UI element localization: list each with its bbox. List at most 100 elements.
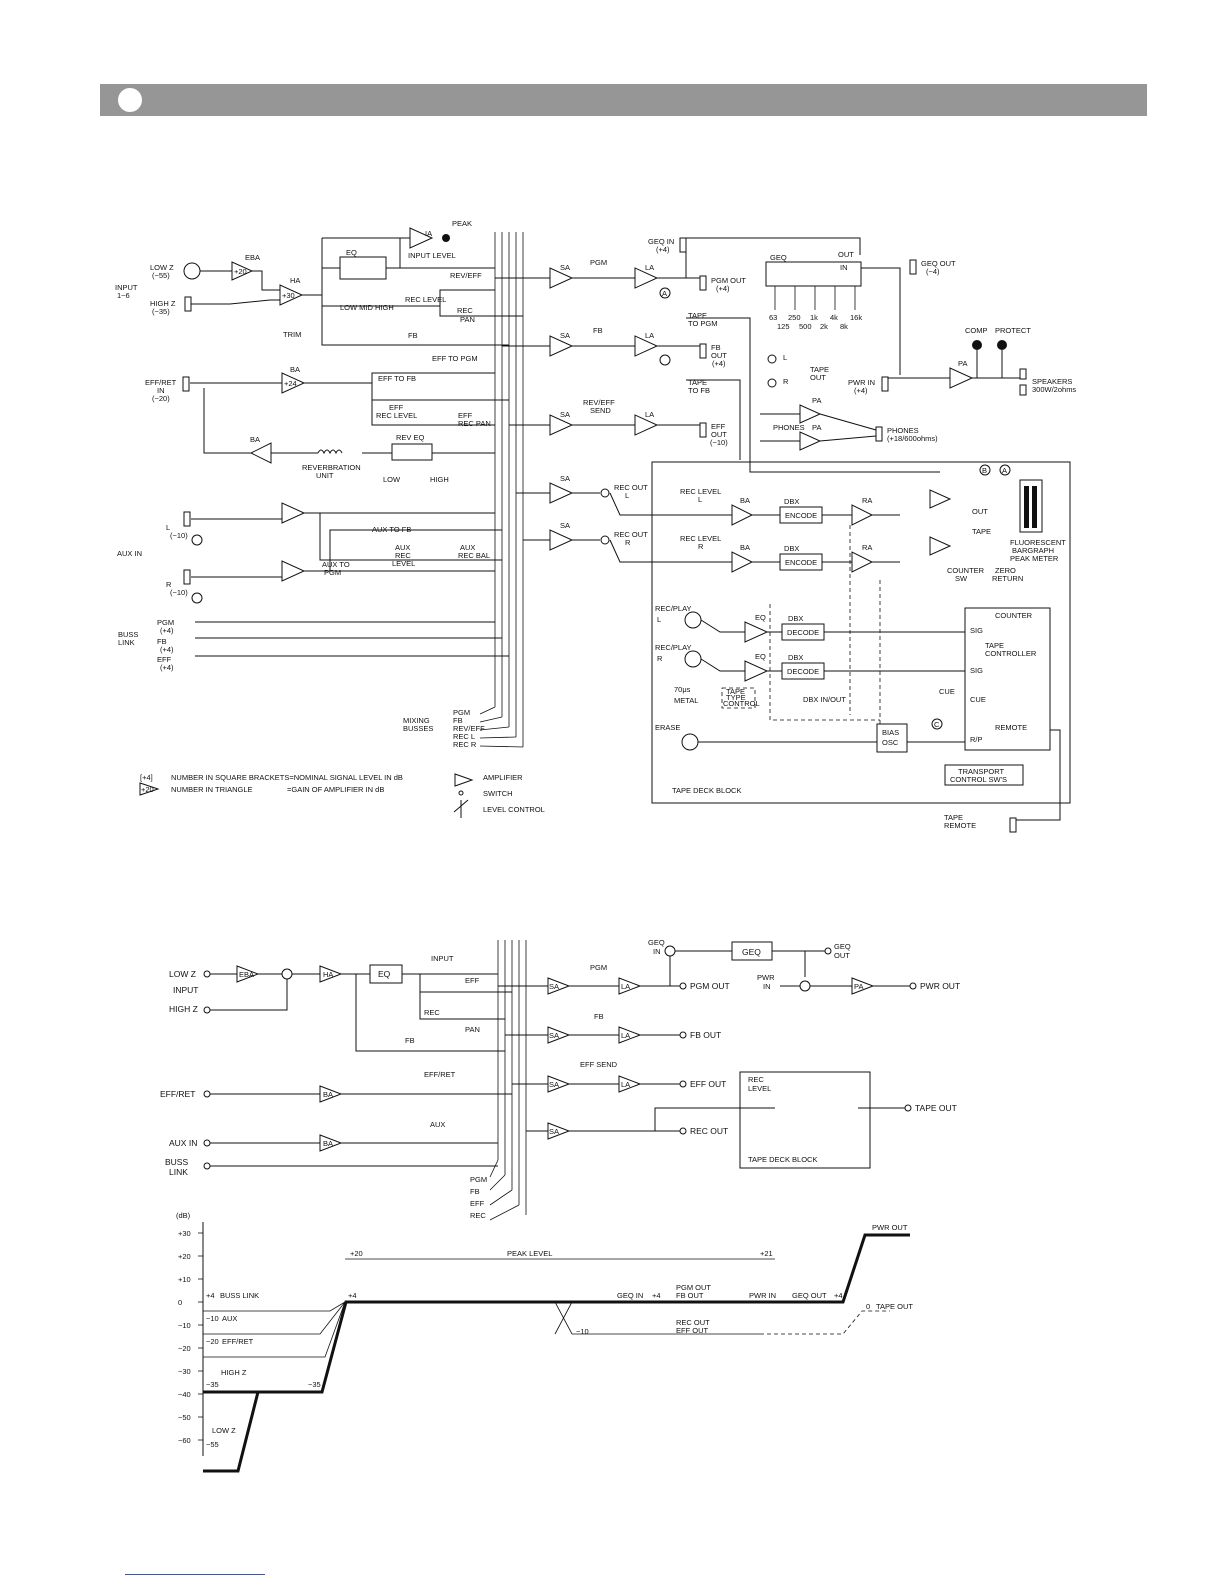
eq-play-r-label: EQ <box>755 652 766 661</box>
rev-eff-send-a: REV/EFF <box>583 398 615 407</box>
transport-box <box>944 764 1024 786</box>
aux-rec-bal-a: AUX <box>460 543 475 552</box>
sa-rec-l-icon <box>549 482 574 504</box>
eff-out-label: EFF OUT <box>676 1326 708 1335</box>
flow-geq-out-node <box>824 947 832 955</box>
flow-eff-ret: EFF/RET <box>160 1089 195 1099</box>
ba-rev-label: BA <box>250 435 260 444</box>
la-fb-label: LA <box>645 331 654 340</box>
aux-l-rca-icon <box>191 534 203 546</box>
rec-play-l-label: REC/PLAY <box>655 604 692 613</box>
flow-eff-out: EFF OUT <box>690 1079 726 1089</box>
sa-eff-label: SA <box>560 410 570 419</box>
input-level-label: INPUT LEVEL <box>408 251 456 260</box>
flow-sa-4: SA <box>549 1127 559 1136</box>
aux-value: −10 <box>206 1314 219 1323</box>
cue-label: CUE <box>970 695 986 704</box>
rev-eq-label: REV EQ <box>396 433 425 442</box>
control-sws-label: CONTROL SW'S <box>950 775 1007 784</box>
flow-la-3: LA <box>621 1080 630 1089</box>
legend-1-text: NUMBER IN SQUARE BRACKETS=NOMINAL SIGNAL… <box>171 773 403 782</box>
flow-sa-1: SA <box>549 982 559 991</box>
head-l-icon <box>684 611 702 629</box>
legend-switch-label: SWITCH <box>483 789 513 798</box>
geq-band: 500 <box>799 322 812 331</box>
protect-led-icon <box>997 340 1007 350</box>
tape-type-a: TAPE <box>726 687 745 696</box>
geq-box <box>765 261 862 287</box>
encode-r-label: ENCODE <box>785 558 817 567</box>
rec-value: −10 <box>576 1327 589 1336</box>
eq-play-l-icon <box>744 621 769 643</box>
eba-gain: +20 <box>234 267 247 276</box>
eff-rec-pan-label: EFF <box>458 411 473 420</box>
pgm-out-jack-icon <box>699 275 707 291</box>
la-eff-label: LA <box>645 410 654 419</box>
aux-l-jack-icon <box>183 511 191 527</box>
flow-aux-in: AUX IN <box>169 1138 197 1148</box>
pgm-knob-label: PGM <box>590 258 607 267</box>
flow-eff-out-node <box>679 1080 687 1088</box>
decode-l-label: DECODE <box>787 628 819 637</box>
meter-amp-r-icon <box>929 536 952 556</box>
eff-rec-level-label: REC LEVEL <box>376 411 417 420</box>
level-tick-label: 0 <box>178 1298 182 1307</box>
geq-out-value: +4 <box>834 1291 843 1300</box>
flow-geq-out-b: OUT <box>834 951 850 960</box>
flow-geq-out-a: GEQ <box>834 942 851 951</box>
ra-r-label: RA <box>862 543 872 552</box>
rev-high-label: HIGH <box>430 475 449 484</box>
pa-phones-l-label: PA <box>812 396 821 405</box>
peak-led-icon <box>442 234 450 242</box>
aux-rec-bal-b: REC BAL <box>458 551 490 560</box>
rev-eff-send-b: SEND <box>590 406 611 415</box>
eba-label: EBA <box>245 253 260 262</box>
sa-fb-label: SA <box>560 331 570 340</box>
geq-out-label: GEQ OUT <box>792 1291 827 1300</box>
phones-jack-icon <box>875 426 883 442</box>
eff-out-b: OUT <box>711 430 727 439</box>
flow-rec-level-b: LEVEL <box>748 1084 771 1093</box>
geq-out-sw: OUT <box>838 250 854 259</box>
pgm-out-level: (+4) <box>716 284 730 293</box>
c-marker-label: C <box>934 720 940 729</box>
eff-ret-label: EFF/RET <box>222 1337 254 1346</box>
meter-bar-r <box>1032 486 1037 528</box>
b-marker-icon <box>659 354 671 366</box>
flow-pgm-out: PGM OUT <box>690 981 730 991</box>
rec-out-section: SA SA REC OUT L REC OUT R <box>516 474 648 551</box>
rec-out-label: REC OUT <box>676 1318 710 1327</box>
rev-eff-label: REV/EFF <box>450 271 482 280</box>
flow-ba-aux: BA <box>323 1139 333 1148</box>
tape-out-value: 0 <box>866 1302 870 1311</box>
fb-out-label: FB OUT <box>676 1291 704 1300</box>
ba-tape-l-label: BA <box>740 496 750 505</box>
rec-out-r-ch: R <box>625 538 631 547</box>
speaker-jack-icon-a <box>1019 368 1027 380</box>
flow-tape-deck-label: TAPE DECK BLOCK <box>748 1155 817 1164</box>
flow-eba: EBA <box>239 970 254 979</box>
tape-out-l: L <box>783 353 787 362</box>
la-pgm-label: LA <box>645 263 654 272</box>
aux-r-jack-icon <box>183 569 191 585</box>
reverb-label: REVERBRATION <box>302 463 361 472</box>
b-marker2-icon <box>979 464 991 476</box>
aux-r-label: R <box>166 580 172 589</box>
bias-label: BIAS <box>882 728 899 737</box>
level-tick-label: −50 <box>178 1413 191 1422</box>
rec-level-r-label: REC LEVEL <box>680 534 721 543</box>
buss-eff-label: EFF <box>157 655 172 664</box>
dbx-r-label: DBX <box>784 544 799 553</box>
pwr-in-label: PWR IN <box>749 1291 776 1300</box>
ia-amp-icon <box>409 227 434 249</box>
high-z-label: HIGH Z <box>221 1368 247 1377</box>
tape-to-fb-a: TAPE <box>688 378 707 387</box>
flow-eff-send: EFF SEND <box>580 1060 618 1069</box>
flow-aux: AUX <box>430 1120 445 1129</box>
reverb-unit-label: UNIT <box>316 471 334 480</box>
level-main-path <box>203 1233 910 1394</box>
eq-knobs-label: LOW MID HIGH <box>340 303 394 312</box>
eff-ret-in-label: IN <box>157 386 165 395</box>
tape-out-r-rca-icon <box>767 378 777 388</box>
a-marker-label: A <box>662 289 667 298</box>
